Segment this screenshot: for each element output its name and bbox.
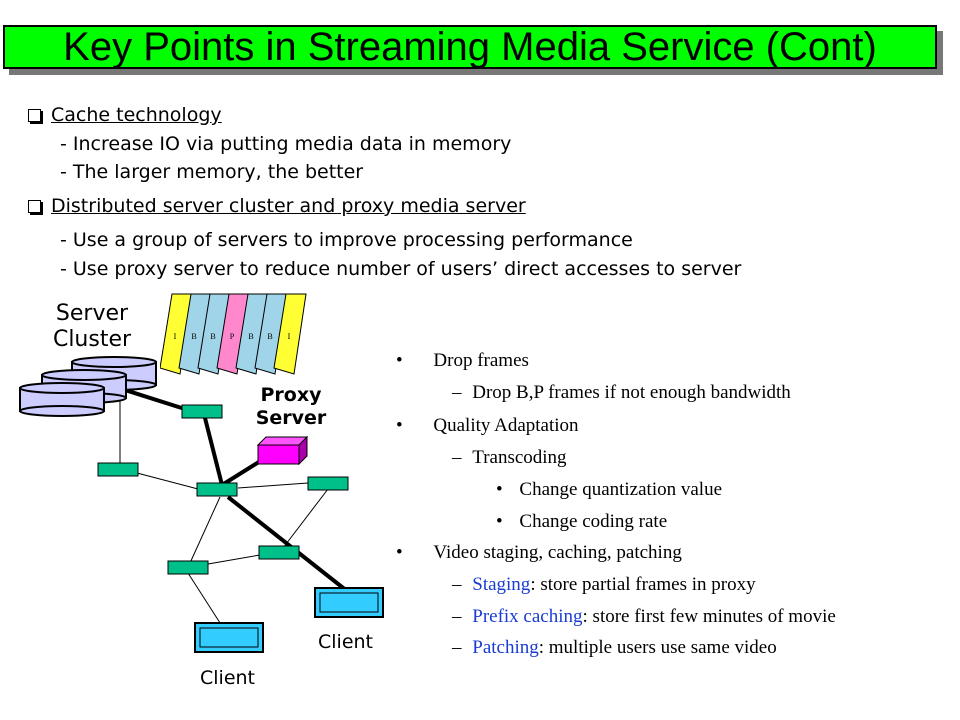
- list-item: • Change coding rate: [496, 511, 667, 533]
- proxy-label-line1: Proxy: [260, 384, 322, 406]
- link: [189, 496, 221, 564]
- frame-i: I: [273, 293, 307, 375]
- list-item: – Transcoding: [452, 447, 567, 469]
- link: [136, 472, 199, 490]
- checkbox-bullet-icon: [28, 199, 41, 213]
- router: [181, 404, 223, 419]
- server-cluster: [19, 356, 157, 417]
- bullet-item: - Increase IO via putting media data in …: [60, 133, 512, 155]
- list-item: • Change quantization value: [496, 479, 722, 501]
- staging-term: Staging: [472, 574, 531, 595]
- proxy-label-line2: Server: [255, 407, 327, 429]
- frame-label: P: [230, 332, 235, 341]
- page-title: Key Points in Streaming Media Service (C…: [63, 24, 877, 69]
- bullet-cache: Cache technology: [28, 104, 222, 126]
- router: [258, 545, 300, 560]
- list-item: • Quality Adaptation: [396, 415, 579, 437]
- list-item: • Video staging, caching, patching: [396, 542, 682, 564]
- dash-bullet: –: [452, 447, 462, 468]
- dash-bullet: –: [452, 637, 462, 658]
- bullet-item: - Use a group of servers to improve proc…: [60, 229, 633, 251]
- bullet-dot: •: [396, 350, 403, 371]
- dash-bullet: –: [452, 574, 462, 595]
- proxy-server-label: Proxy Server: [243, 384, 339, 430]
- router: [196, 482, 238, 497]
- frame-label: B: [191, 332, 196, 341]
- link: [187, 572, 223, 627]
- network-diagram: [19, 356, 384, 653]
- client-right: [314, 587, 384, 618]
- list-item: • Drop frames: [396, 350, 529, 372]
- frame-label: B: [248, 332, 253, 341]
- list-item: – Staging: store partial frames in proxy: [452, 574, 756, 596]
- staging-desc: : store partial frames in proxy: [530, 574, 756, 595]
- transcoding-text: Transcoding: [472, 447, 567, 468]
- drop-frames-text: Drop frames: [433, 350, 529, 371]
- bullet-heading: Distributed server cluster and proxy med…: [51, 195, 526, 217]
- server-disk: [19, 382, 105, 417]
- patching-desc: : multiple users use same video: [538, 637, 777, 658]
- server-cluster-label-line2: Cluster: [52, 327, 132, 352]
- client-bottom: [194, 622, 264, 653]
- frame-label: B: [210, 332, 215, 341]
- quant-text: Change quantization value: [519, 479, 723, 500]
- list-item: – Patching: multiple users use same vide…: [452, 637, 777, 659]
- bullet-distributed: Distributed server cluster and proxy med…: [28, 195, 526, 217]
- client-right-label: Client: [318, 631, 374, 653]
- video-text: Video staging, caching, patching: [433, 542, 682, 563]
- server-cluster-label-line1: Server: [55, 301, 129, 326]
- patching-term: Patching: [472, 637, 539, 658]
- router: [97, 462, 139, 477]
- bullet-dot: •: [496, 511, 503, 532]
- prefix-desc: : store first few minutes of movie: [582, 606, 836, 627]
- quality-text: Quality Adaptation: [433, 415, 579, 436]
- router: [167, 560, 209, 575]
- checkbox-bullet-icon: [28, 108, 41, 122]
- bullet-item: - Use proxy server to reduce number of u…: [60, 258, 742, 280]
- bullet-heading: Cache technology: [51, 104, 222, 126]
- prefix-term: Prefix caching: [472, 606, 583, 627]
- router: [307, 476, 349, 491]
- coding-rate-text: Change coding rate: [519, 511, 668, 532]
- stream-link: [203, 417, 224, 486]
- dash-bullet: –: [452, 382, 462, 403]
- link: [282, 488, 329, 549]
- dash-bullet: –: [452, 606, 462, 627]
- frame-label: I: [288, 332, 291, 341]
- stream-link: [226, 495, 349, 593]
- bullet-item: - The larger memory, the better: [60, 161, 364, 183]
- server-cluster-label: Server Cluster: [40, 301, 144, 353]
- bullet-dot: •: [496, 479, 503, 500]
- frame-label: I: [174, 332, 177, 341]
- bullet-dot: •: [396, 542, 403, 563]
- link: [207, 554, 261, 565]
- drop-frames-sub-text: Drop B,P frames if not enough bandwidth: [472, 382, 791, 403]
- title-bar: Key Points in Streaming Media Service (C…: [3, 25, 937, 69]
- proxy-server: [256, 435, 309, 466]
- frame-label: B: [267, 332, 272, 341]
- link: [237, 482, 309, 489]
- list-item: – Drop B,P frames if not enough bandwidt…: [452, 382, 791, 404]
- list-item: – Prefix caching: store first few minute…: [452, 606, 836, 628]
- client-bottom-label: Client: [200, 667, 256, 689]
- bullet-dot: •: [396, 415, 403, 436]
